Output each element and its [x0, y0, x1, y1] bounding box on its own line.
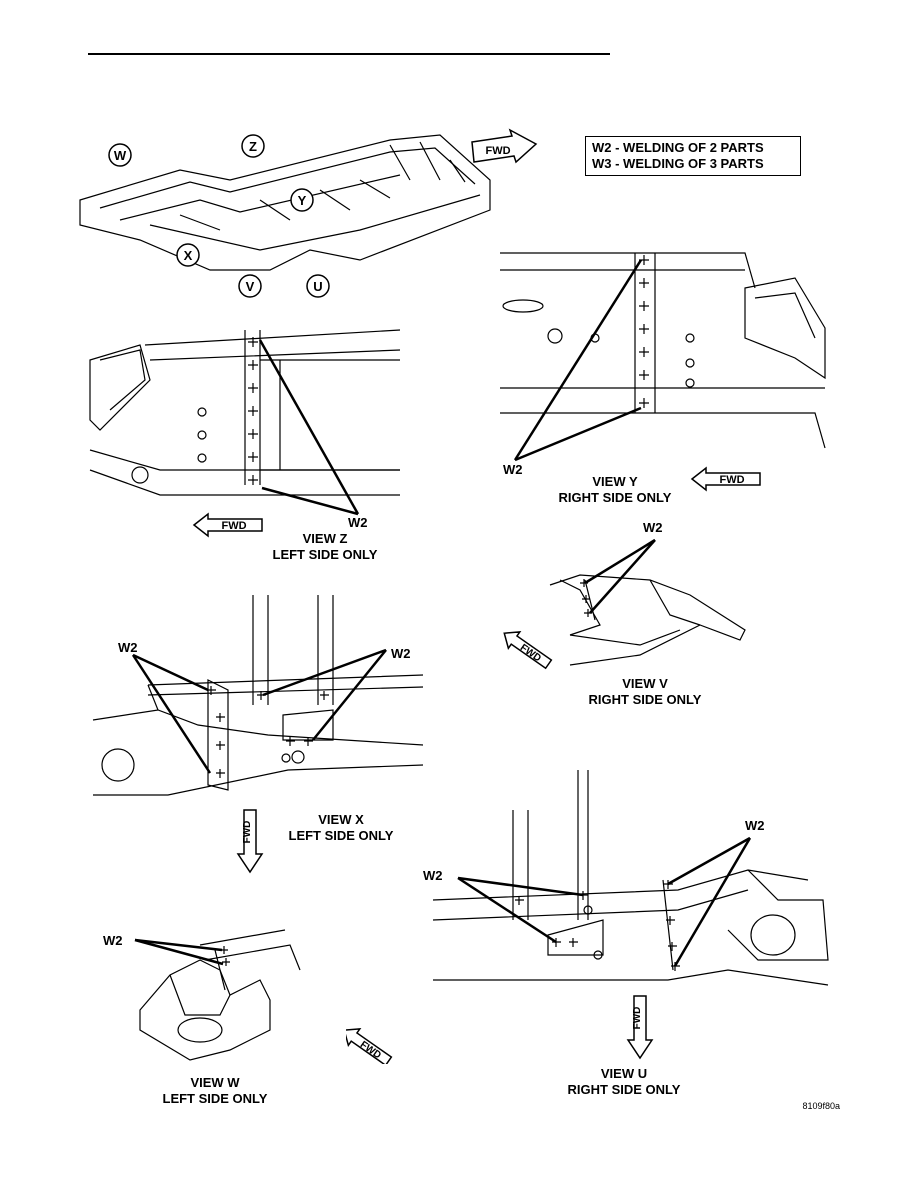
- view-w-leader-top: [134, 938, 223, 952]
- view-u-fwd-label: FWD: [632, 1007, 643, 1030]
- view-u-weld-label-right: W2: [745, 818, 765, 833]
- view-z-leader-bottom: [261, 486, 359, 516]
- view-x-weld-marks: [207, 686, 329, 778]
- view-w-illustration: [134, 929, 301, 1061]
- view-x-weld-label-right: W2: [391, 646, 411, 661]
- view-z-title: VIEW Z: [302, 531, 348, 546]
- view-marker-u: [306, 274, 330, 298]
- view-w-title: VIEW W: [190, 1075, 240, 1090]
- view-z-weld-marks: [248, 337, 258, 485]
- view-w-leader-bottom: [134, 938, 224, 966]
- view-y-leader-bottom: [514, 406, 642, 462]
- view-marker-v-label: V: [246, 279, 255, 294]
- view-v-caption: VIEW V RIGHT SIDE ONLY: [570, 676, 720, 708]
- overview-fwd-arrow: FWD: [471, 128, 538, 164]
- legend-line-w2: W2 - WELDING OF 2 PARTS: [592, 140, 764, 155]
- view-u-leader-right-bottom: [673, 837, 752, 967]
- view-w-fwd-arrow: FWD: [346, 1028, 393, 1064]
- view-x-caption: VIEW X LEFT SIDE ONLY: [266, 812, 416, 844]
- view-y-weld-label: W2: [503, 462, 523, 477]
- view-u-title: VIEW U: [600, 1066, 648, 1081]
- view-z-leader-top: [258, 339, 360, 515]
- view-u-caption: VIEW U RIGHT SIDE ONLY: [546, 1066, 702, 1098]
- view-v-leader-top: [584, 538, 656, 585]
- view-x-title: VIEW X: [318, 812, 364, 827]
- view-x-illustration: [92, 595, 424, 796]
- view-v-fwd-arrow: [503, 631, 553, 670]
- view-y-side: RIGHT SIDE ONLY: [558, 490, 672, 505]
- view-z-weld-label: W2: [348, 515, 368, 530]
- view-z-illustration: [89, 329, 401, 516]
- view-marker-y-label: Y: [298, 193, 307, 208]
- view-v-leader-bottom: [589, 539, 656, 614]
- view-w-caption: VIEW W LEFT SIDE ONLY: [140, 1075, 290, 1107]
- view-x-weld-label-left: W2: [118, 640, 138, 655]
- view-y-leader-top: [513, 259, 643, 461]
- view-w-weld-label: W2: [103, 933, 123, 948]
- view-x-leader-right-top: [262, 648, 387, 697]
- figure-id: 8109f80a: [802, 1101, 840, 1111]
- overview-fwd-label: FWD: [485, 145, 510, 157]
- view-marker-w: [108, 143, 132, 167]
- view-marker-y: [290, 188, 314, 212]
- legend-line-w3: W3 - WELDING OF 3 PARTS: [592, 156, 764, 171]
- view-marker-x: [176, 243, 200, 267]
- view-y-title: VIEW Y: [592, 474, 638, 489]
- view-y-caption: VIEW Y RIGHT SIDE ONLY: [540, 474, 690, 506]
- view-u-side: RIGHT SIDE ONLY: [567, 1082, 681, 1097]
- view-marker-z: [241, 134, 265, 158]
- view-x-fwd-label: FWD: [242, 821, 253, 844]
- view-u-leader-left-bottom: [457, 876, 557, 944]
- view-u-leader-left-top: [457, 876, 584, 897]
- view-x-leader-right-bottom: [312, 649, 387, 741]
- view-x-leader-left-top: [132, 653, 209, 692]
- view-v-illustration: FWD: [503, 538, 746, 670]
- view-marker-u-label: U: [313, 279, 322, 294]
- view-z-side: LEFT SIDE ONLY: [272, 547, 378, 562]
- view-u-leader-right-top: [667, 836, 751, 886]
- view-x-fwd-arrow: FWD: [236, 809, 264, 874]
- view-v-title: VIEW V: [622, 676, 668, 691]
- view-y-illustration: [500, 252, 826, 462]
- view-marker-z-label: Z: [249, 139, 257, 154]
- view-w-side: LEFT SIDE ONLY: [162, 1091, 268, 1106]
- view-v-weld-label: W2: [643, 520, 663, 535]
- view-w-weld-marks: [220, 946, 230, 966]
- view-u-illustration: [432, 770, 829, 986]
- view-v-side: RIGHT SIDE ONLY: [588, 692, 702, 707]
- view-marker-x-label: X: [184, 248, 193, 263]
- view-x-leader-left-bottom: [131, 654, 212, 774]
- view-u-weld-label-left: W2: [423, 868, 443, 883]
- weld-legend: W2 - WELDING OF 2 PARTS W3 - WELDING OF …: [585, 136, 801, 176]
- view-z-fwd-arrow: FWD: [192, 512, 263, 538]
- view-marker-v: [238, 274, 262, 298]
- view-z-caption: VIEW Z LEFT SIDE ONLY: [255, 531, 395, 563]
- view-u-fwd-arrow: FWD: [626, 995, 654, 1060]
- view-z-fwd-label: FWD: [221, 520, 246, 532]
- view-y-fwd-label: FWD: [719, 474, 744, 486]
- view-x-side: LEFT SIDE ONLY: [288, 828, 394, 843]
- overview-floor-pan: W Z Y X V U: [79, 134, 491, 298]
- view-y-fwd-arrow: FWD: [690, 466, 761, 492]
- view-y-weld-marks: [639, 255, 649, 408]
- header-rule: [88, 53, 610, 55]
- view-marker-w-label: W: [114, 148, 127, 163]
- view-v-weld-marks: [580, 579, 592, 617]
